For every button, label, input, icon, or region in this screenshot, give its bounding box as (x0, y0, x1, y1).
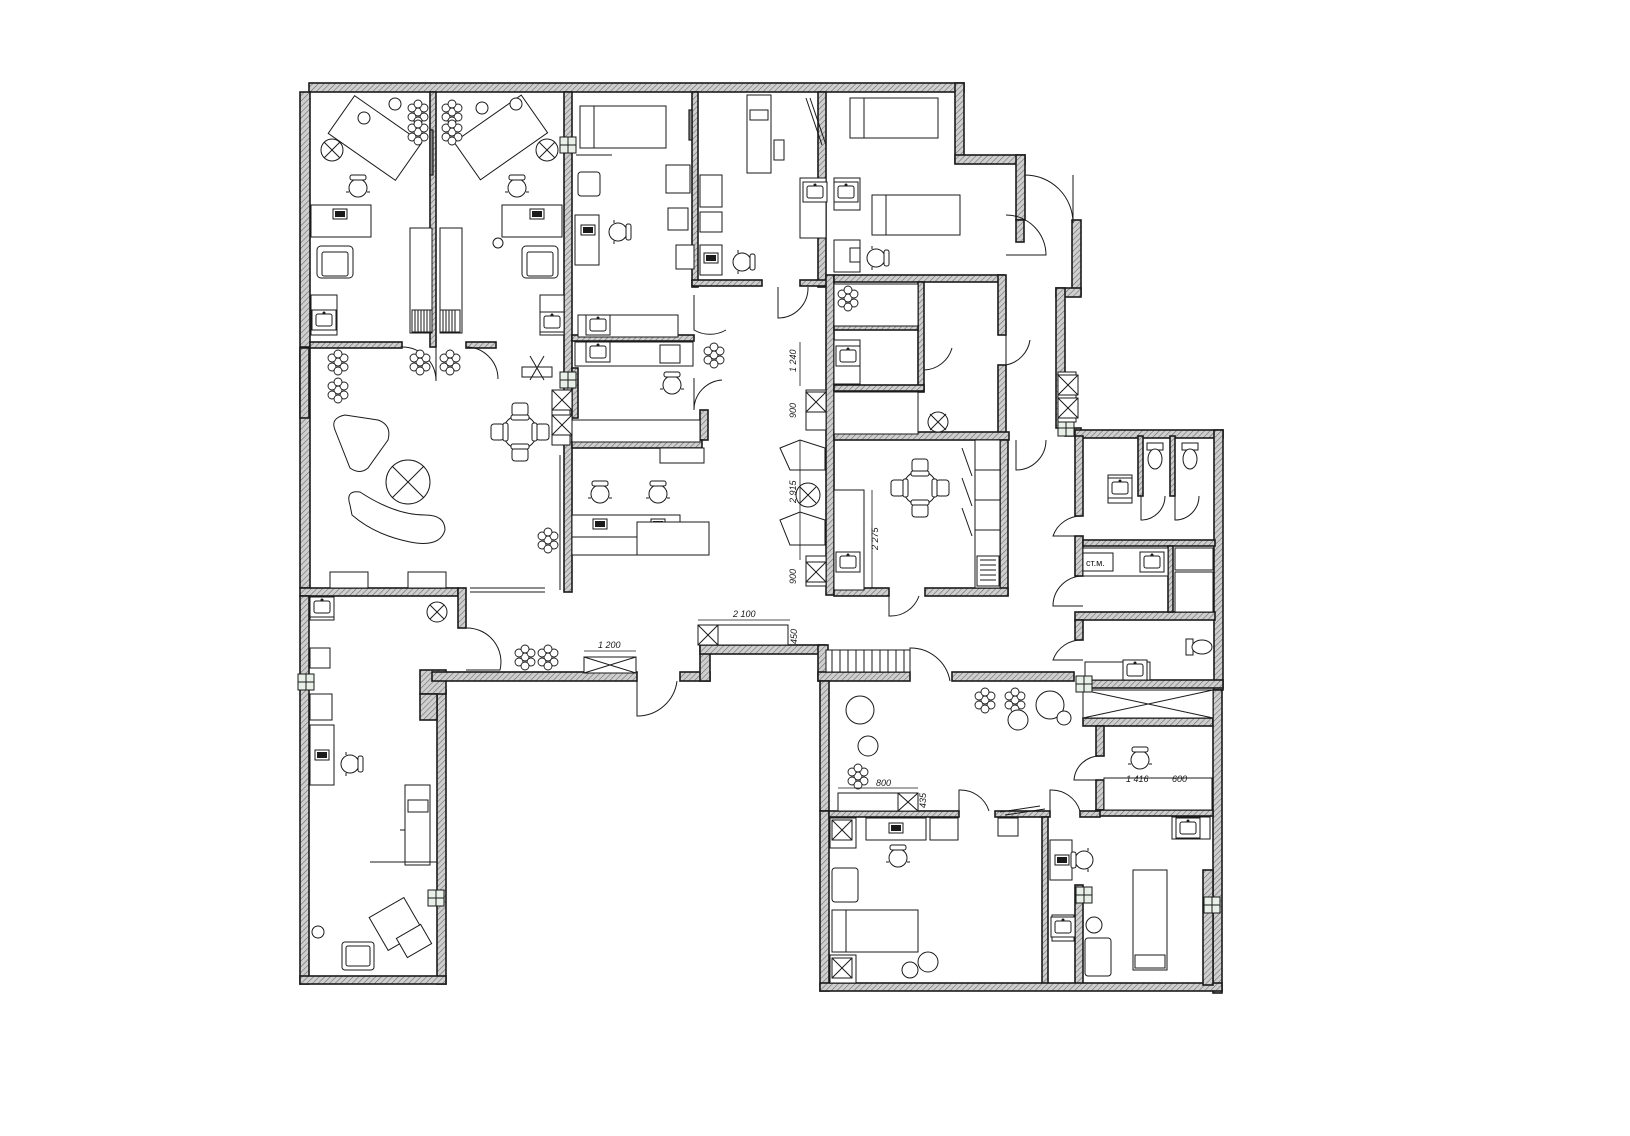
office-bottom-right (829, 792, 1221, 984)
dim-900-b: 900 (788, 569, 798, 584)
office-top-left-1 (310, 94, 463, 336)
office-medical-top (699, 94, 828, 276)
radiator-2 (439, 309, 461, 333)
doors (401, 174, 1200, 812)
lounge-left (327, 349, 577, 593)
dim-2100: 2 100 (732, 609, 756, 619)
dim-1200: 1 200 (598, 640, 621, 650)
dim-900-a: 900 (788, 403, 798, 418)
office-top-left-2 (439, 94, 577, 336)
office-top-right (833, 97, 961, 273)
dim-2915: 2 915 (788, 479, 798, 504)
dim-1240: 1 240 (788, 349, 798, 372)
dim-600: 600 (1172, 774, 1187, 784)
radiator-1 (411, 309, 433, 333)
office-bottom-left (297, 596, 448, 971)
room-label-storage: ст.м. (1086, 558, 1105, 568)
dim-435: 435 (918, 792, 928, 808)
dim-2275: 2 275 (870, 526, 880, 551)
toilets-wing (1057, 371, 1214, 811)
workstation-middle (559, 447, 710, 590)
dim-450: 450 (789, 629, 799, 644)
center-block (779, 283, 1001, 591)
dim-800: 800 (876, 778, 891, 788)
office-top-center (574, 105, 695, 338)
dimensions: 1 240 900 2 915 900 2 275 2 100 450 1 20… (584, 342, 1187, 808)
lobby (514, 624, 1093, 790)
walls (299, 82, 1224, 994)
dim-1416: 1 416 (1126, 774, 1149, 784)
kitchen-counter (551, 341, 725, 446)
radiator-lobby (825, 649, 911, 673)
